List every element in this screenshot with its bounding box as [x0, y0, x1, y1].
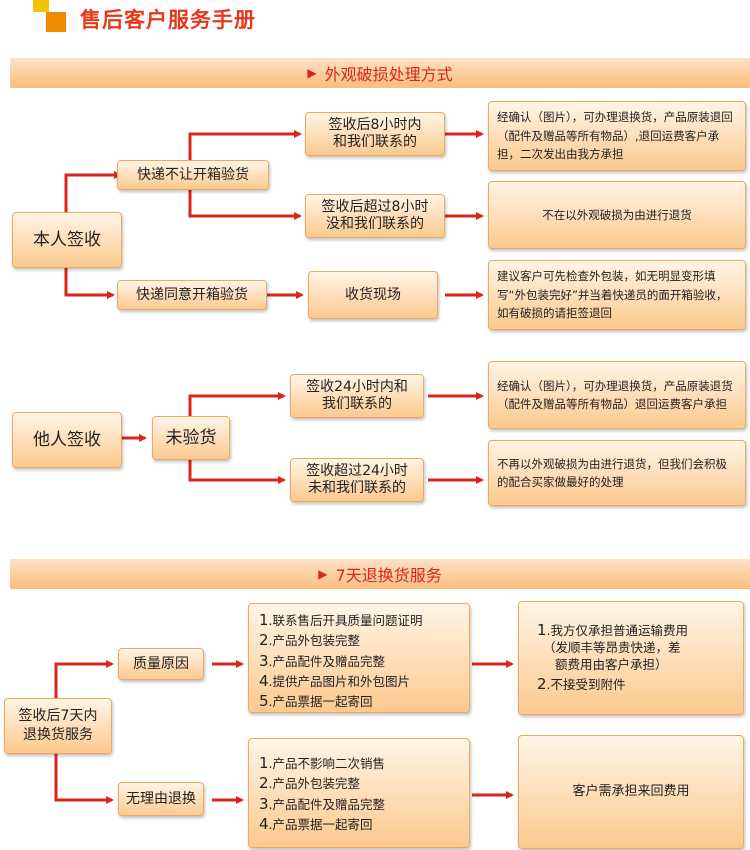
list-item: 2.产品外包装完整 — [259, 631, 361, 650]
list-item: 5.产品票据一起寄回 — [259, 692, 373, 710]
list-item: 1.联系售后开具质量问题证明 — [259, 611, 423, 629]
self-sign-box: 本人签收 — [12, 212, 122, 268]
over-8h-result: 不在以外观破损为由进行退货 — [488, 181, 746, 249]
not-checked-box: 未验货 — [152, 416, 230, 460]
quality-reason-box: 质量原因 — [118, 648, 204, 680]
quality-result-box: 1.我方仅承担普通运输费用 （发顺丰等昂贵快递，差 额费用由客户承担） 2.不接… — [518, 601, 744, 715]
within-24h-result: 经确认（图片），可办理退换货，产品原装退货（配件及赠品等所有物品）退回运费客户承… — [488, 361, 746, 429]
section-header-damage: ▶ 外观破损处理方式 — [10, 58, 750, 88]
list-item: 4.产品票据一起寄回 — [259, 814, 373, 833]
over-24h-result: 不再以外观破损为由进行退货，但我们会积极的配合买家做最好的处理 — [488, 440, 746, 506]
over-8h-box: 签收后超过8小时 没和我们联系的 — [305, 194, 445, 238]
other-sign-box: 他人签收 — [12, 412, 122, 468]
no-reason-steps-box: 1.产品不影响二次销售 2.产品外包装完整 3.产品配件及赠品完整 4.产品票据… — [248, 738, 470, 848]
list-item: 4.提供产品图片和外包图片 — [259, 671, 411, 690]
triangle-right-icon: ▶ — [318, 567, 328, 581]
triangle-right-icon: ▶ — [307, 66, 317, 80]
list-item: 3.产品配件及赠品完整 — [259, 794, 386, 813]
open-ok-box: 快递同意开箱验货 — [117, 280, 267, 310]
list-item: 2.产品外包装完整 — [259, 774, 361, 793]
list-item: （发顺丰等昂贵快递，差 — [543, 640, 681, 656]
no-reason-box: 无理由退换 — [118, 782, 204, 816]
on-site-result: 建议客户可先检查外包装，如无明显变形填写“外包装完好”并当着快递员的面开箱验收，… — [488, 260, 746, 330]
within-8h-result: 经确认（图片），可办理退换货，产品原装退回（配件及赠品等所有物品）,退回运费客户… — [488, 101, 746, 171]
on-site-box: 收货现场 — [308, 271, 438, 319]
section-header-label: 7天退换货服务 — [335, 566, 442, 585]
page-title: 售后客户服务手册 — [80, 8, 256, 32]
list-item: 1.产品不影响二次销售 — [259, 754, 386, 772]
seven-day-root-box: 签收后7天内 退换货服务 — [4, 698, 112, 754]
within-8h-box: 签收后8小时内 和我们联系的 — [305, 112, 445, 156]
list-item: 2.不接受到附件 — [537, 675, 626, 693]
list-item: 3.产品配件及赠品完整 — [259, 651, 386, 670]
no-reason-result-box: 客户需承担来回费用 — [518, 735, 744, 849]
no-open-box: 快递不让开箱验货 — [117, 160, 269, 190]
logo-square-yellow — [33, 0, 49, 12]
over-24h-box: 签收超过24小时 未和我们联系的 — [290, 458, 424, 502]
list-item: 1.我方仅承担普通运输费用 — [537, 621, 689, 639]
list-item: 额费用由客户承担） — [555, 657, 668, 673]
within-24h-box: 签收24小时内和 我们联系的 — [290, 374, 424, 418]
quality-steps-box: 1.联系售后开具质量问题证明 2.产品外包装完整 3.产品配件及赠品完整 4.提… — [248, 603, 470, 713]
logo-square-orange — [46, 12, 66, 32]
section-header-label: 外观破损处理方式 — [324, 65, 453, 84]
section-header-7day: ▶ 7天退换货服务 — [10, 559, 750, 589]
